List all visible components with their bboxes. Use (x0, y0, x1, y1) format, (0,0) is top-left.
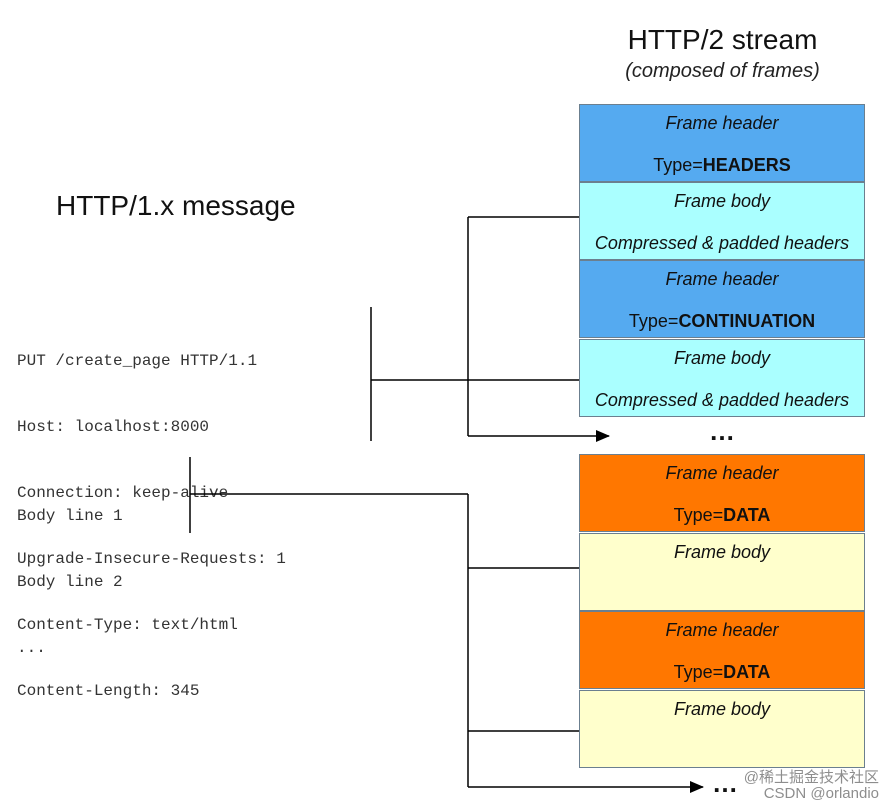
header-line-content-type: Content-Type: text/html (17, 616, 238, 634)
frame-label: Frame body (673, 699, 771, 719)
frame-label: Frame header (665, 620, 779, 640)
frame-label: Frame body (673, 542, 771, 562)
frame-detail: Compressed & padded headers (594, 390, 850, 410)
frame-label: Frame body (673, 348, 771, 368)
header-line-content-length: Content-Length: 345 (17, 682, 200, 700)
http2-title: HTTP/2 stream (627, 24, 818, 55)
frame-continuation-header: Frame header Type=CONTINUATION (579, 260, 865, 338)
http1-title: HTTP/1.x message (56, 190, 296, 221)
frame-detail: Compressed & padded headers (594, 233, 850, 253)
frame-type: Type=DATA (673, 662, 771, 682)
header-line-connection: Connection: keep-alive (17, 484, 229, 502)
frames-ellipsis-2: … (712, 768, 739, 798)
frame-label: Frame header (665, 463, 779, 483)
frame-continuation-body: Frame body Compressed & padded headers (579, 339, 865, 417)
frame-data-body-2: Frame body (579, 690, 865, 768)
frame-label: Frame body (673, 191, 771, 211)
http1-header-block: PUT /create_page HTTP/1.1 Host: localhos… (17, 306, 286, 724)
frame-type: Type=DATA (673, 505, 771, 525)
watermark-line-2: CSDN @orlandio (763, 785, 879, 802)
http2-subtitle: (composed of frames) (625, 60, 820, 82)
frame-headers-header: Frame header Type=HEADERS (579, 104, 865, 182)
http1-body-block: Body line 1 Body line 2 ... (17, 461, 123, 681)
frame-data-header-2: Frame header Type=DATA (579, 611, 865, 689)
frame-data-body-1: Frame body (579, 533, 865, 611)
frame-label: Frame header (665, 113, 779, 133)
frame-label: Frame header (665, 269, 779, 289)
header-line-request: PUT /create_page HTTP/1.1 (17, 352, 258, 370)
header-line-host: Host: localhost:8000 (17, 418, 210, 436)
body-line-1: Body line 1 (17, 507, 123, 525)
frames-ellipsis-1: … (709, 416, 736, 446)
body-line-2: Body line 2 (17, 573, 123, 591)
frame-type: Type=CONTINUATION (628, 311, 816, 331)
frame-data-header-1: Frame header Type=DATA (579, 454, 865, 532)
frame-headers-body: Frame body Compressed & padded headers (579, 182, 865, 260)
body-line-ellipsis: ... (17, 639, 46, 657)
watermark-line-1: @稀土掘金技术社区 (743, 769, 879, 786)
frame-type: Type=HEADERS (653, 155, 791, 175)
header-line-upgrade: Upgrade-Insecure-Requests: 1 (17, 550, 286, 568)
